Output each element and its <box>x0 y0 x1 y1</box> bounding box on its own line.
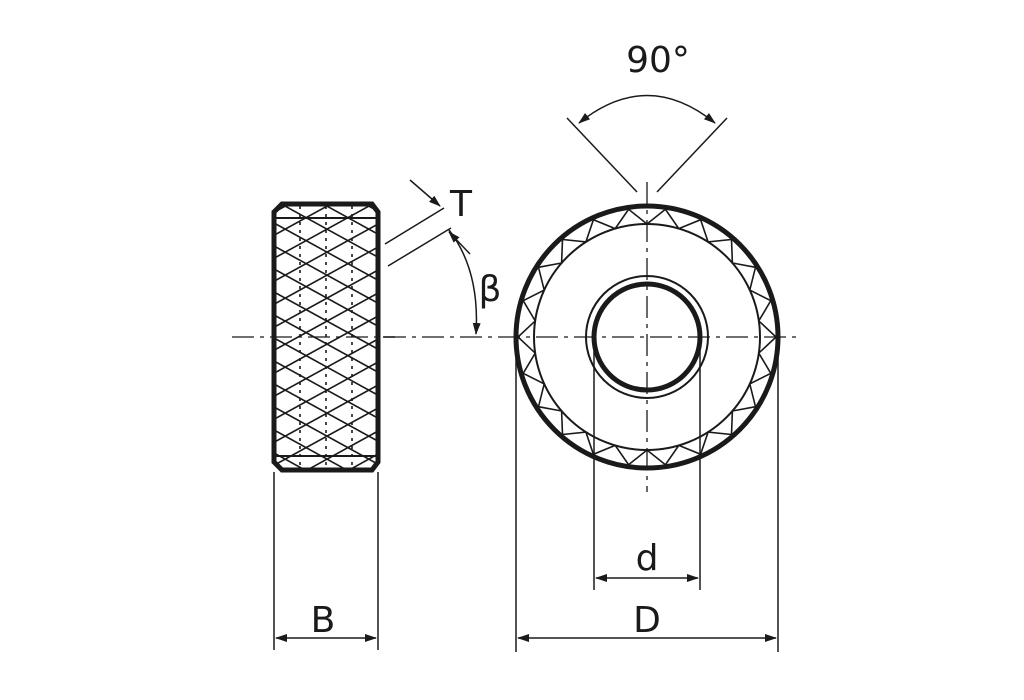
knurl-line-right <box>274 108 380 166</box>
angle-90-left-leg <box>566 117 638 193</box>
knurl-line-right <box>274 131 380 189</box>
side-view-outline <box>271 201 381 473</box>
knurl-line-left <box>276 246 378 305</box>
knurl-line-left <box>274 62 380 120</box>
angle-90-right-leg <box>656 117 728 193</box>
side-view <box>271 16 381 695</box>
pitch-arrow-1 <box>409 179 441 207</box>
outer-diameter-dimension: D <box>515 345 779 652</box>
knurl-line-left <box>274 637 380 695</box>
knurl-line-right <box>274 637 380 695</box>
front-view-tooth-profile <box>516 208 778 466</box>
helix-angle-arc <box>448 229 481 335</box>
knurl-line-left <box>274 131 380 189</box>
pitch-and-angle-dimension: T β <box>383 179 502 338</box>
pitch-label: T <box>449 184 473 225</box>
knurl-line-right <box>274 522 380 580</box>
knurl-line-left <box>351 453 378 468</box>
width-dimension: B <box>273 472 379 650</box>
angle-90-label: 90° <box>626 40 690 81</box>
pitch-extension-line-1 <box>384 207 445 245</box>
pitch-extension-line-2 <box>387 227 452 267</box>
helix-angle-label: β <box>479 269 502 310</box>
angle-90-dimension: 90° <box>566 40 728 193</box>
knurl-line-right <box>274 499 380 557</box>
knurl-line-left <box>274 108 380 166</box>
knurl-line-left <box>276 292 378 351</box>
knurl-line-right <box>274 476 380 534</box>
knurl-line-left <box>276 361 378 420</box>
knurl-line-left <box>274 39 380 97</box>
knurl-line-right <box>274 62 380 120</box>
knurl-line-right <box>274 545 380 603</box>
outer-diameter-label: D <box>633 600 661 641</box>
bore-dimension: d <box>593 340 701 590</box>
angle-90-arc <box>578 94 716 124</box>
knurl-line-right <box>274 16 380 74</box>
knurl-line-left <box>276 269 378 328</box>
knurl-line-right <box>276 453 303 468</box>
knurl-line-left <box>276 338 378 397</box>
knurl-line-right <box>274 39 380 97</box>
knurl-line-left <box>274 499 380 557</box>
width-label: B <box>311 600 336 641</box>
knurl-line-left <box>276 206 371 259</box>
bore-label: d <box>636 538 659 579</box>
knurl-line-right <box>274 85 380 143</box>
knurl-line-left <box>274 476 380 534</box>
knurl-line-left <box>309 430 378 468</box>
knurl-line-left <box>274 522 380 580</box>
knurl-line-left <box>276 223 378 282</box>
knurl-line-left <box>276 315 378 374</box>
front-view-teeth <box>516 208 778 466</box>
knurl-line-left <box>274 16 380 74</box>
knurl-line-left <box>274 545 380 603</box>
knurl-line-left <box>274 85 380 143</box>
side-view-knurl-pattern <box>274 16 380 695</box>
knurl-line-left <box>276 384 378 443</box>
